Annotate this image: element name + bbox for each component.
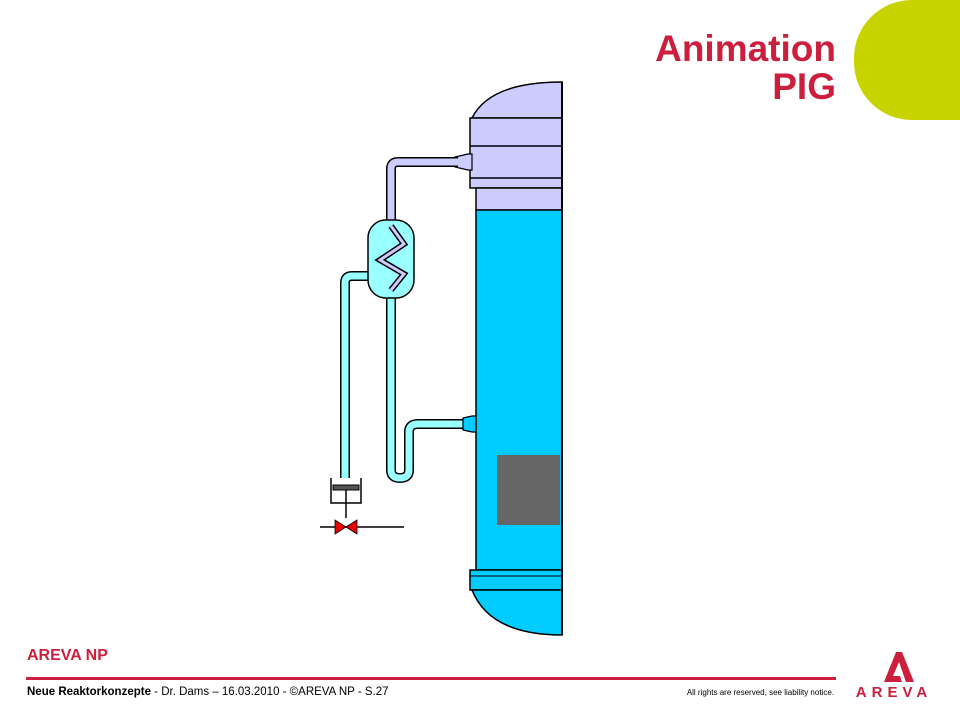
footer-citation: Neue Reaktorkonzepte - Dr. Dams – 16.03.… xyxy=(27,686,389,698)
corner-accent-shape xyxy=(854,0,960,120)
piston-head xyxy=(332,484,360,491)
lower-nozzle xyxy=(462,415,477,433)
footer-divider xyxy=(26,677,836,680)
footer-rights-notice: All rights are reserved, see liability n… xyxy=(686,688,834,697)
return-pipe xyxy=(386,290,466,483)
condensate-pipe xyxy=(340,271,372,478)
footer-details: - Dr. Dams – 16.03.2010 - ©AREVA NP - S.… xyxy=(150,686,389,698)
pig-gray-block xyxy=(497,455,560,525)
title-line-2: PIG xyxy=(772,66,836,107)
page-title: Animation PIG xyxy=(655,30,836,106)
vessel-bottom-flange xyxy=(469,569,563,591)
steam-pipe-fill xyxy=(387,158,458,234)
valve-left-triangle xyxy=(334,519,347,535)
vessel-gas-space xyxy=(475,187,563,211)
company-label: AREVA NP xyxy=(27,647,108,664)
areva-logo-mark-icon xyxy=(884,652,914,682)
return-pipe-fill xyxy=(387,290,466,482)
footer-topic: Neue Reaktorkonzepte xyxy=(27,686,151,698)
title-line-1: Animation xyxy=(655,28,836,69)
valve-right-triangle xyxy=(345,519,358,535)
vessel-bottom-dome xyxy=(470,589,563,636)
vessel-top-dome xyxy=(470,81,563,119)
condensate-pipe-fill xyxy=(341,272,372,478)
condenser-coil-fill xyxy=(377,225,407,291)
areva-logo-wordmark: AREVA xyxy=(855,684,933,701)
areva-logo: AREVA xyxy=(846,648,942,704)
